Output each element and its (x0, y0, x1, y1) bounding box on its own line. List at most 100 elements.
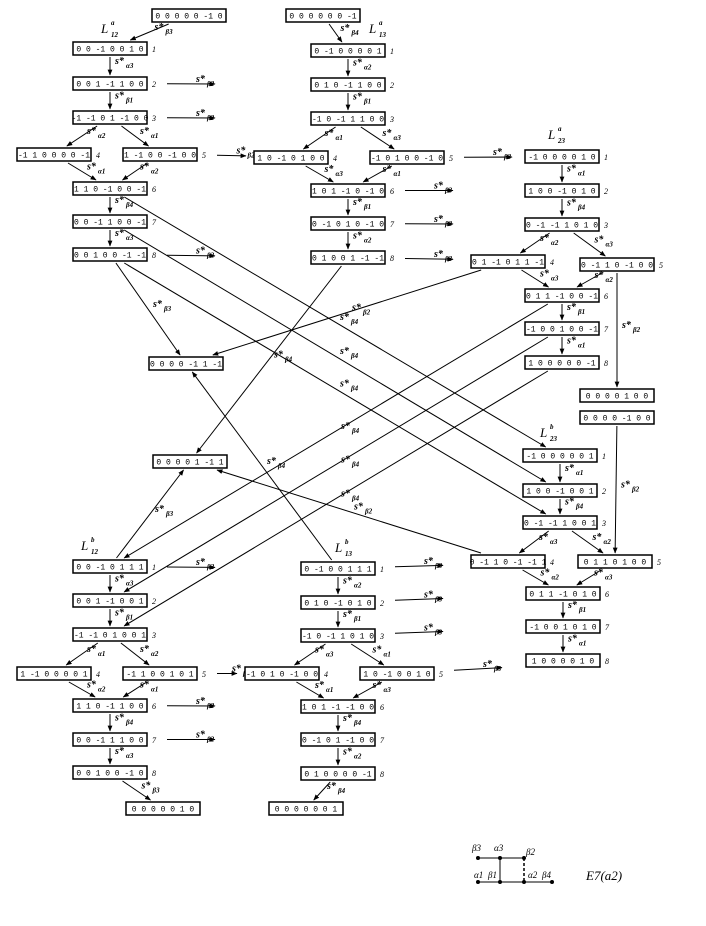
reflection-label: s*β2 (353, 502, 373, 516)
reflection-label: s*β4 (340, 489, 360, 503)
dynkin-label-b4: β4 (541, 870, 551, 880)
reflection-label: s*β3 (492, 147, 512, 161)
reflection-label: s*β1 (567, 600, 586, 614)
weight-box (300, 766, 376, 781)
reflection-label: s*β4 (114, 195, 134, 209)
reflection-label: s*β1 (114, 608, 133, 622)
node-index: 4 (96, 670, 100, 679)
reflection-symbol: s* (423, 622, 434, 633)
weight-box (152, 454, 228, 469)
weight-box (369, 150, 445, 165)
reflection-symbol: s* (195, 74, 206, 85)
reflection-symbol: s* (114, 746, 125, 757)
reflection-label: s*β4 (266, 456, 286, 470)
reflection-root: α3 (126, 234, 134, 242)
reflection-label: s*β3 (423, 589, 443, 603)
reflection-symbol: s* (342, 609, 353, 620)
weight-box (244, 666, 320, 681)
svg-text:L: L (334, 540, 342, 555)
reflection-label: s*β3 (433, 181, 453, 195)
reflection-root: α1 (98, 168, 105, 176)
reflection-root: β4 (277, 462, 286, 470)
reflection-symbol: s* (154, 22, 165, 33)
weight-vector: -1 0 0 1 0 1 0 (529, 624, 596, 633)
reflection-root: β1 (577, 308, 585, 316)
reflection-symbol: s* (86, 126, 97, 137)
reflection-root: β3 (165, 28, 174, 36)
svg-text:b: b (550, 423, 554, 431)
reflection-symbol: s* (326, 781, 337, 792)
reflection-root: α2 (551, 239, 559, 247)
node-index: 4 (550, 258, 554, 267)
reflection-symbol: s* (372, 680, 383, 691)
reflection-arrow (453, 665, 503, 671)
reflection-symbol: s* (114, 713, 125, 724)
reflection-arrow (129, 23, 169, 41)
panel-title-b12: L b 12 (80, 536, 99, 556)
reflection-root: α1 (578, 342, 585, 350)
reflection-label: s*α2 (86, 126, 106, 140)
node-index: 1 (604, 153, 608, 162)
reflection-root: α3 (394, 134, 402, 142)
reflection-symbol: s* (86, 162, 97, 173)
weight-vector: 1 -1 0 0 0 0 1 (20, 671, 87, 680)
reflection-root: β2 (206, 563, 215, 571)
reflection-symbol: s* (342, 747, 353, 758)
weight-box (310, 77, 386, 92)
reflection-label: s*β3 (433, 214, 453, 228)
weight-vector: 0 -1 0 1 0 -1 0 (312, 221, 384, 230)
reflection-symbol: s* (382, 128, 393, 139)
reflection-root: α2 (604, 538, 612, 546)
weight-box (268, 801, 344, 816)
reflection-arrow (191, 371, 333, 561)
reflection-root: β4 (351, 29, 360, 37)
weight-vector: 0 0 -1 0 0 1 0 (76, 46, 143, 55)
reflection-symbol: s* (351, 303, 362, 314)
reflection-label: s*β4 (340, 421, 360, 435)
reflection-arrow (573, 232, 606, 257)
reflection-arrow (305, 165, 334, 183)
reflection-symbol: s* (340, 421, 351, 432)
weight-vector: 0 0 0 0 0 -1 0 (155, 13, 222, 22)
weight-vector: -1 0 0 0 0 1 0 (528, 154, 595, 163)
reflection-arrow (328, 23, 343, 43)
dynkin-label-a1: α1 (474, 870, 483, 880)
weight-box (300, 628, 376, 643)
reflection-symbol: s* (236, 146, 247, 157)
reflection-symbol: s* (114, 56, 125, 67)
weight-box (151, 8, 227, 23)
weight-node-r1: 0 0 0 0 1 0 0 (579, 388, 655, 403)
reflection-root: α1 (579, 640, 586, 648)
weight-node-a12_0: 0 0 0 0 0 -1 0 (151, 8, 227, 23)
node-index: 2 (604, 187, 608, 196)
reflection-arrow (115, 262, 181, 356)
reflection-symbol: s* (314, 680, 325, 691)
reflection-root: β2 (206, 702, 215, 710)
reflection-label: s*α1 (314, 680, 333, 694)
node-index: 8 (390, 254, 394, 263)
reflection-arrow (122, 162, 148, 181)
weight-node-b12_4: 1 -1 0 0 0 0 1 4 (16, 666, 100, 681)
weight-box (72, 247, 148, 262)
svg-text:a: a (111, 19, 115, 27)
weight-box (359, 666, 435, 681)
weight-vector: 0 0 0 0 0 1 0 (132, 806, 195, 815)
reflection-root: α1 (578, 170, 585, 178)
reflection-label: s*α3 (114, 56, 134, 70)
dynkin-label-b3: β3 (471, 843, 481, 853)
svg-text:a: a (558, 125, 562, 133)
reflection-symbol: s* (141, 781, 152, 792)
reflection-label: s*β4 (342, 713, 362, 727)
reflection-symbol: s* (324, 164, 335, 175)
